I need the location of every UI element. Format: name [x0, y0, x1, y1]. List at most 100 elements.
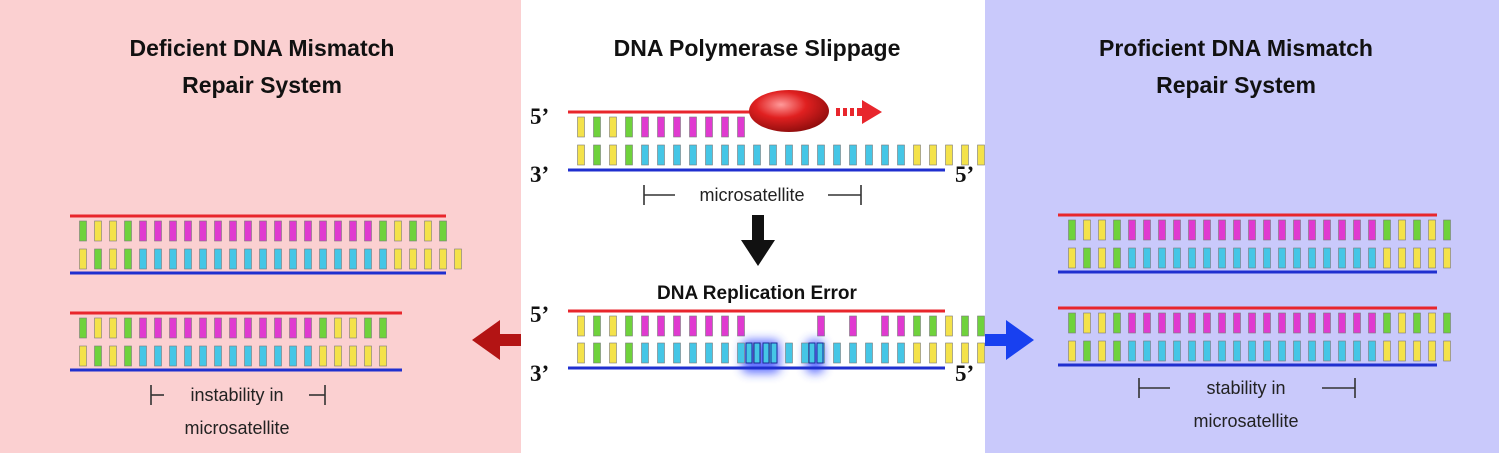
base-tick: [169, 345, 177, 367]
base-tick: [1188, 247, 1196, 269]
base-tick: [1323, 340, 1331, 362]
base-tick: [139, 345, 147, 367]
base-tick: [1293, 247, 1301, 269]
base-tick: [1143, 312, 1151, 334]
base-tick: [94, 220, 102, 242]
base-tick: [304, 220, 312, 242]
base-tick: [139, 248, 147, 270]
base-tick: [1098, 312, 1106, 334]
base-tick: [454, 248, 462, 270]
base-tick: [705, 144, 713, 166]
deficient-duplex-2-top-bases: [79, 317, 387, 339]
deficient-duplex-2-bottom-bases: [79, 345, 387, 367]
base-tick: [169, 220, 177, 242]
deficient-duplex-1-top-bases: [79, 220, 447, 242]
base-tick: [881, 342, 889, 364]
base-tick: [139, 317, 147, 339]
base-tick: [1413, 219, 1421, 241]
base-tick: [641, 342, 649, 364]
proficient-title-line1: Proficient DNA Mismatch: [1099, 35, 1373, 61]
five-prime-label-slip-right: 5’: [955, 162, 974, 187]
base-tick: [1233, 312, 1241, 334]
dna-polymerase-enzyme: [749, 90, 829, 132]
base-tick: [244, 220, 252, 242]
proficient-duplex-1-bottom-bases: [1068, 247, 1451, 269]
base-tick: [689, 342, 697, 364]
base-tick: [641, 315, 649, 337]
base-tick: [1203, 247, 1211, 269]
base-tick: [109, 248, 117, 270]
base-tick: [849, 315, 857, 337]
base-tick: [801, 144, 809, 166]
base-tick: [737, 342, 745, 364]
base-tick: [364, 248, 372, 270]
base-tick: [1278, 340, 1286, 362]
base-tick: [199, 248, 207, 270]
base-tick: [1368, 340, 1376, 362]
base-tick: [1383, 247, 1391, 269]
base-tick: [79, 220, 87, 242]
base-tick: [79, 248, 87, 270]
proficient-title-line2: Repair System: [1156, 72, 1316, 98]
base-tick: [1203, 340, 1211, 362]
base-tick: [124, 220, 132, 242]
base-tick: [945, 342, 953, 364]
slippage-title: DNA Polymerase Slippage: [614, 35, 901, 61]
base-tick: [79, 317, 87, 339]
five-prime-label-slip: 5’: [530, 104, 549, 129]
base-tick: [865, 342, 873, 364]
base-tick: [1413, 247, 1421, 269]
right-arrow: [985, 320, 1034, 360]
base-tick: [154, 220, 162, 242]
base-tick: [1188, 312, 1196, 334]
base-tick: [424, 220, 432, 242]
base-tick: [139, 220, 147, 242]
base-tick: [259, 345, 267, 367]
base-tick: [274, 248, 282, 270]
base-tick: [1113, 247, 1121, 269]
base-tick: [1233, 219, 1241, 241]
base-tick: [897, 342, 905, 364]
base-tick: [229, 345, 237, 367]
base-tick: [657, 116, 665, 138]
base-tick: [1323, 247, 1331, 269]
base-tick: [319, 220, 327, 242]
base-tick: [109, 317, 117, 339]
base-tick: [913, 144, 921, 166]
base-tick: [439, 220, 447, 242]
base-tick: [334, 317, 342, 339]
base-tick: [721, 116, 729, 138]
base-tick: [1188, 219, 1196, 241]
base-tick: [409, 220, 417, 242]
base-tick: [364, 345, 372, 367]
base-tick: [319, 248, 327, 270]
base-tick: [1083, 312, 1091, 334]
base-tick: [737, 116, 745, 138]
base-tick: [439, 248, 447, 270]
base-tick: [961, 315, 969, 337]
base-tick: [577, 315, 585, 337]
base-tick: [349, 317, 357, 339]
base-tick: [721, 315, 729, 337]
base-tick: [577, 342, 585, 364]
base-tick: [1098, 247, 1106, 269]
base-tick: [1173, 247, 1181, 269]
base-tick: [274, 345, 282, 367]
base-tick: [199, 220, 207, 242]
base-tick: [1383, 340, 1391, 362]
base-tick: [319, 345, 327, 367]
stability-caption-line1: stability in: [1206, 378, 1285, 398]
base-tick: [379, 317, 387, 339]
base-tick: [289, 248, 297, 270]
proficient-duplex-2-bottom-bases: [1068, 340, 1451, 362]
base-tick: [1323, 219, 1331, 241]
base-tick: [259, 317, 267, 339]
base-tick: [625, 116, 633, 138]
base-tick: [1308, 219, 1316, 241]
base-tick: [289, 345, 297, 367]
base-tick: [961, 342, 969, 364]
base-tick: [169, 248, 177, 270]
base-tick: [184, 248, 192, 270]
base-tick: [625, 315, 633, 337]
